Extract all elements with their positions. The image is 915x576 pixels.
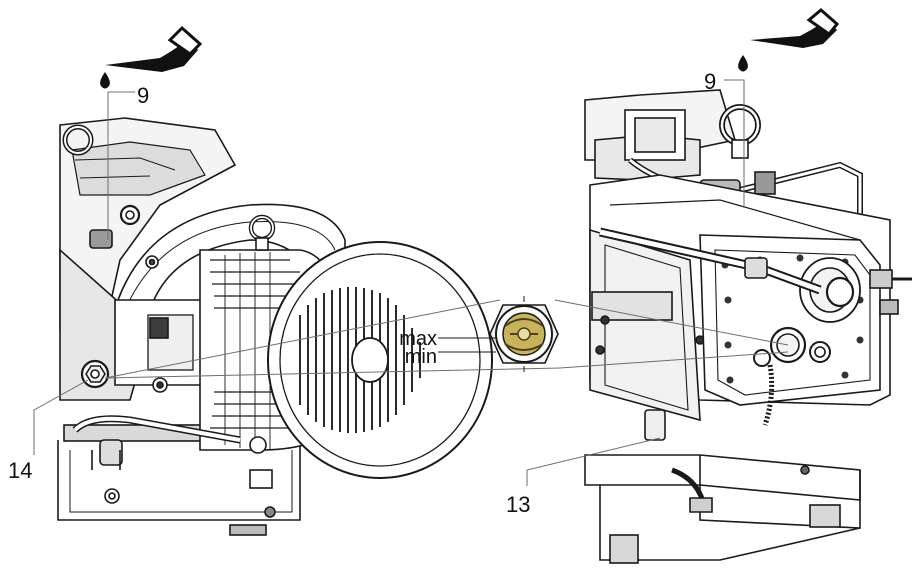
pump-motor-assembly-left xyxy=(57,117,493,536)
callout-label: 14 xyxy=(8,458,32,483)
sight-glass-detail: max min xyxy=(104,296,789,379)
callout-9-left: 9 xyxy=(107,83,149,240)
oil-drop-icon xyxy=(738,55,748,72)
oil-can-icon xyxy=(105,25,203,72)
callout-13: 13 xyxy=(506,437,661,517)
oil-can-icon xyxy=(750,8,840,48)
callout-14: 14 xyxy=(8,379,89,483)
callout-9-right: 9 xyxy=(704,69,745,208)
pump-assembly-right xyxy=(584,89,912,564)
level-max-label: max xyxy=(399,328,437,350)
drain-plug-14 xyxy=(80,359,110,389)
oil-drop-icon xyxy=(100,72,110,89)
callout-label: 9 xyxy=(704,69,716,94)
callout-label: 13 xyxy=(506,492,530,517)
callout-label: 9 xyxy=(137,83,149,108)
level-min-label: min xyxy=(405,346,437,368)
